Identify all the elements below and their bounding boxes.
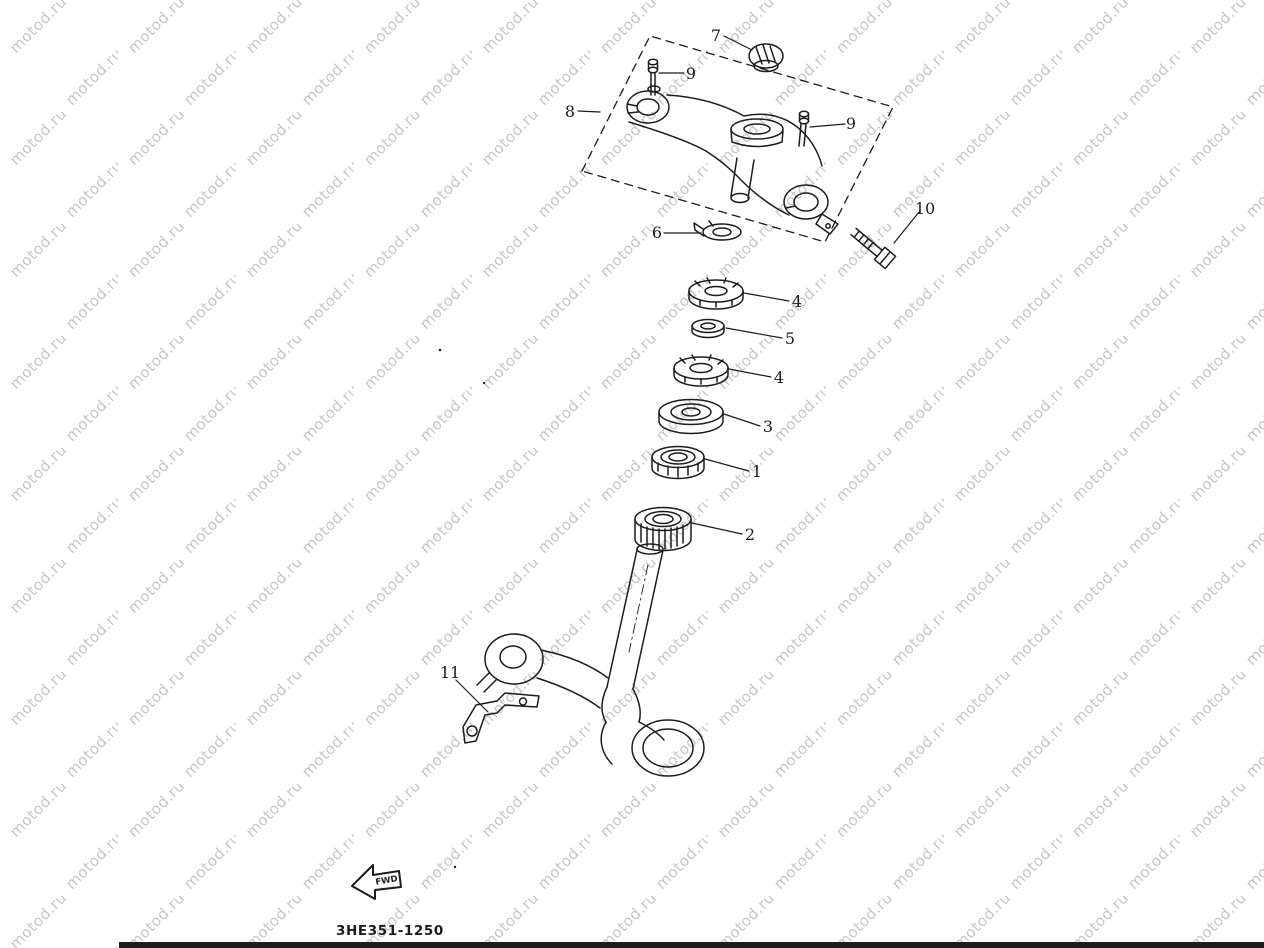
top-bridge [626, 85, 839, 235]
callout-8-leader [577, 110, 601, 113]
callout-1-leader [704, 458, 750, 472]
callout-2-label: 2 [745, 525, 755, 544]
scan-speck [453, 865, 457, 869]
fwd-arrow-label: FWD [375, 874, 399, 888]
callout-4-upper-leader [743, 292, 790, 302]
callout-11-label: 11 [440, 663, 460, 682]
callout-4-lower-leader [728, 368, 772, 378]
callout-7-leader [723, 35, 753, 51]
callout-2-leader [691, 522, 743, 535]
callout-6-label: 6 [652, 223, 662, 242]
upper-bearing [651, 445, 705, 480]
bearing-cover [658, 398, 724, 435]
plain-washer [691, 318, 725, 339]
callout-3-label: 3 [763, 417, 773, 436]
callout-9-right-label: 9 [846, 114, 856, 133]
stem-bolt-right [798, 110, 810, 147]
callout-10-label: 10 [915, 199, 935, 218]
scan-speck [438, 348, 442, 352]
callout-9-right-leader [809, 123, 846, 128]
pinch-bolt [850, 227, 897, 270]
part-code: 3HE351-1250 [336, 923, 444, 939]
steering-stem [606, 543, 664, 690]
dashed-boundary [581, 35, 894, 243]
under-bracket [476, 633, 705, 777]
steering-cap [748, 43, 784, 73]
callout-4-upper-label: 4 [792, 292, 802, 311]
ring-nut-lower [673, 354, 729, 387]
callout-7-label: 7 [711, 26, 721, 45]
scan-speck [482, 381, 486, 385]
callout-5-label: 5 [785, 329, 795, 348]
callout-11-leader [455, 679, 489, 713]
ring-nut-upper [688, 277, 744, 310]
callout-9-upper-label: 9 [686, 64, 696, 83]
callout-5-leader [725, 327, 783, 339]
bottom-bar [119, 942, 1264, 948]
callout-4-lower-label: 4 [774, 368, 784, 387]
lower-bearing [634, 506, 692, 552]
callout-1-label: 1 [752, 462, 762, 481]
hose-stay-bracket [462, 692, 540, 744]
exploded-diagram: 7 9 8 9 10 6 4 5 4 3 1 2 11 FWD 3HE351-1… [119, 26, 1264, 948]
callout-10-leader [893, 211, 920, 244]
callout-8-label: 8 [565, 102, 575, 121]
fwd-arrow: FWD [351, 864, 402, 900]
callout-3-leader [723, 413, 761, 427]
